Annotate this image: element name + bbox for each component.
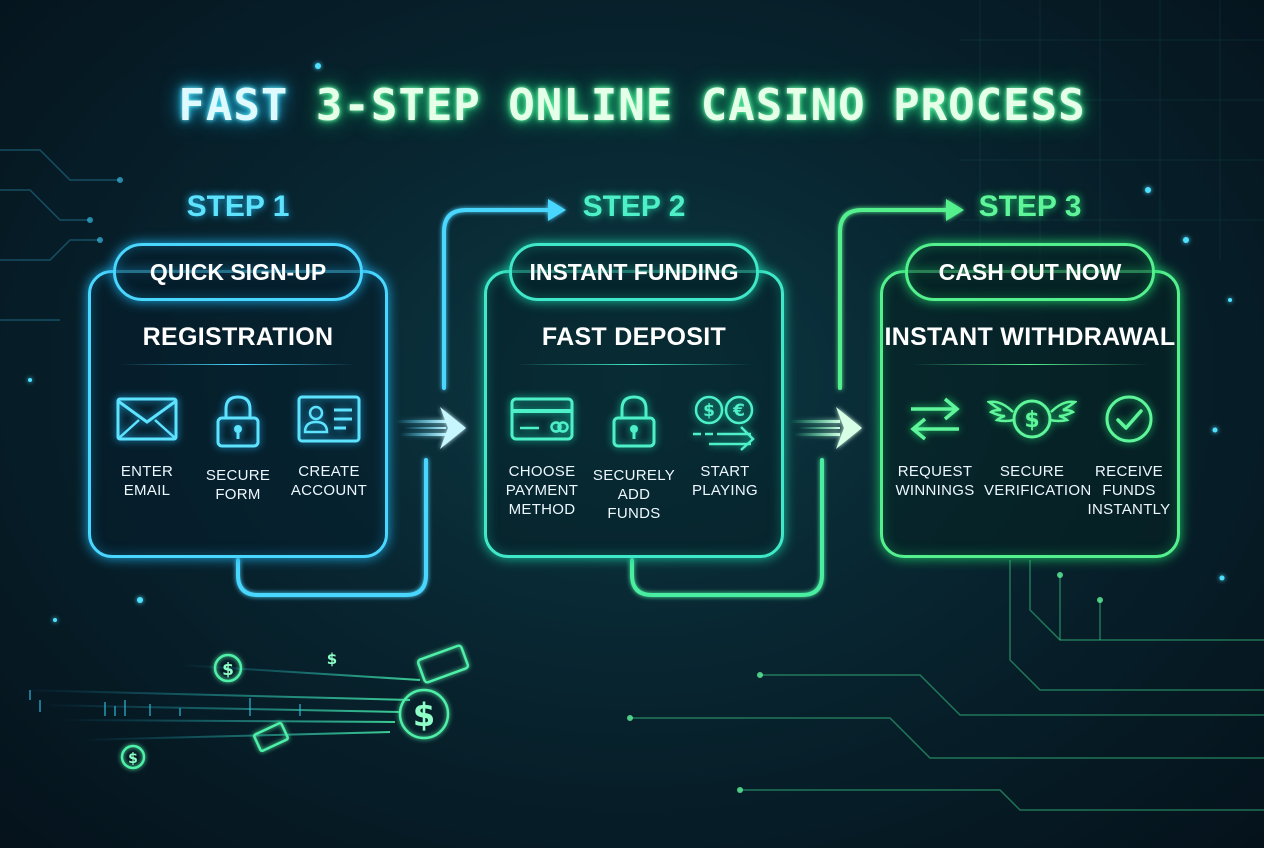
step-1-badge: QUICK SIGN-UP <box>113 243 363 301</box>
step-3-card <box>880 270 1180 558</box>
step-1-divider <box>120 364 356 365</box>
step-3-item-request-winnings: REQUEST WINNINGS <box>887 394 983 500</box>
title-part-process: 3-STEP ONLINE CASINO PROCESS <box>315 80 1086 131</box>
step-2-item-start-playing: $ € START PLAYING <box>677 394 773 500</box>
step-2-item-add-funds: SECURELY ADD FUNDS <box>586 394 682 523</box>
item-label: SECURELY ADD FUNDS <box>592 467 676 522</box>
svg-text:€: € <box>732 401 745 421</box>
title-part-fast: FAST <box>178 80 316 131</box>
svg-text:$: $ <box>1024 408 1039 433</box>
item-label: CHOOSE PAYMENT METHOD <box>505 463 579 518</box>
step-1-item-secure-form: SECURE FORM <box>190 394 286 504</box>
step-3-title: STEP 3 <box>978 190 1082 223</box>
svg-text:$: $ <box>128 751 138 767</box>
svg-text:$: $ <box>222 660 234 680</box>
id-card-icon <box>281 394 377 444</box>
padlock-icon <box>190 394 286 448</box>
item-label: SECURE FORM <box>205 467 271 503</box>
credit-card-icon <box>494 394 590 444</box>
step-2-card <box>484 270 784 558</box>
winged-coin-icon: $ <box>984 394 1080 444</box>
step-2-item-choose-payment: CHOOSE PAYMENT METHOD <box>494 394 590 519</box>
step-2-heading: FAST DEPOSIT <box>541 323 727 351</box>
step-3-heading: INSTANT WITHDRAWAL <box>884 323 1176 351</box>
envelope-icon <box>99 394 195 444</box>
svg-text:$: $ <box>327 650 337 668</box>
step-1-item-enter-email: ENTER EMAIL <box>99 394 195 500</box>
step-2-badge: INSTANT FUNDING <box>509 243 759 301</box>
svg-text:$: $ <box>703 401 715 421</box>
step-3-item-secure-verification: $ SECURE VERIFICATION <box>984 394 1092 500</box>
item-label: CREATE ACCOUNT <box>290 463 368 499</box>
item-label: REQUEST WINNINGS <box>895 463 975 499</box>
transfer-arrows-icon <box>887 394 983 444</box>
item-label: SECURE VERIFICATION <box>984 463 1092 499</box>
page-title: FAST 3-STEP ONLINE CASINO PROCESS <box>0 80 1264 131</box>
step-1-item-create-account: CREATE ACCOUNT <box>281 394 377 500</box>
step-2-title: STEP 2 <box>582 190 686 223</box>
step-2-divider <box>516 364 752 365</box>
step-1-title: STEP 1 <box>186 190 290 223</box>
item-label: RECEIVE FUNDS INSTANTLY <box>1087 463 1171 518</box>
svg-text:$: $ <box>413 696 435 734</box>
currency-coins-icon: $ € <box>677 394 773 452</box>
padlock-icon <box>586 394 682 448</box>
step-3-divider <box>912 364 1148 365</box>
step-3-badge: CASH OUT NOW <box>905 243 1155 301</box>
item-label: START PLAYING <box>691 463 758 499</box>
item-label: ENTER EMAIL <box>120 463 174 499</box>
step-1-heading: REGISTRATION <box>142 323 334 351</box>
checkmark-circle-icon <box>1081 394 1177 444</box>
step-3-item-receive-funds: RECEIVE FUNDS INSTANTLY <box>1081 394 1177 519</box>
